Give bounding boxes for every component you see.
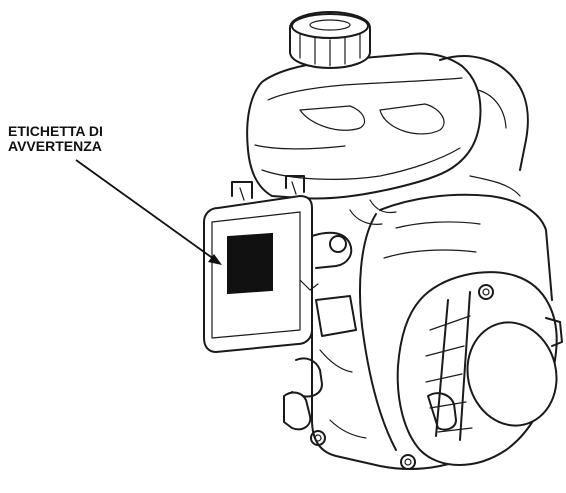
engine-block xyxy=(310,175,553,470)
fuel-tank xyxy=(246,52,482,200)
upper-shroud xyxy=(439,55,529,171)
recoil-starter-cover xyxy=(396,271,563,470)
callout-line-2: AVVERTENZA xyxy=(8,138,102,154)
warning-label-callout: ETICHETTA DI AVVERTENZA xyxy=(8,124,103,154)
warning-label-patch xyxy=(227,232,273,295)
callout-arrow xyxy=(75,159,222,265)
callout-line-1: ETICHETTA DI xyxy=(8,123,103,139)
fuel-cap xyxy=(289,11,371,69)
